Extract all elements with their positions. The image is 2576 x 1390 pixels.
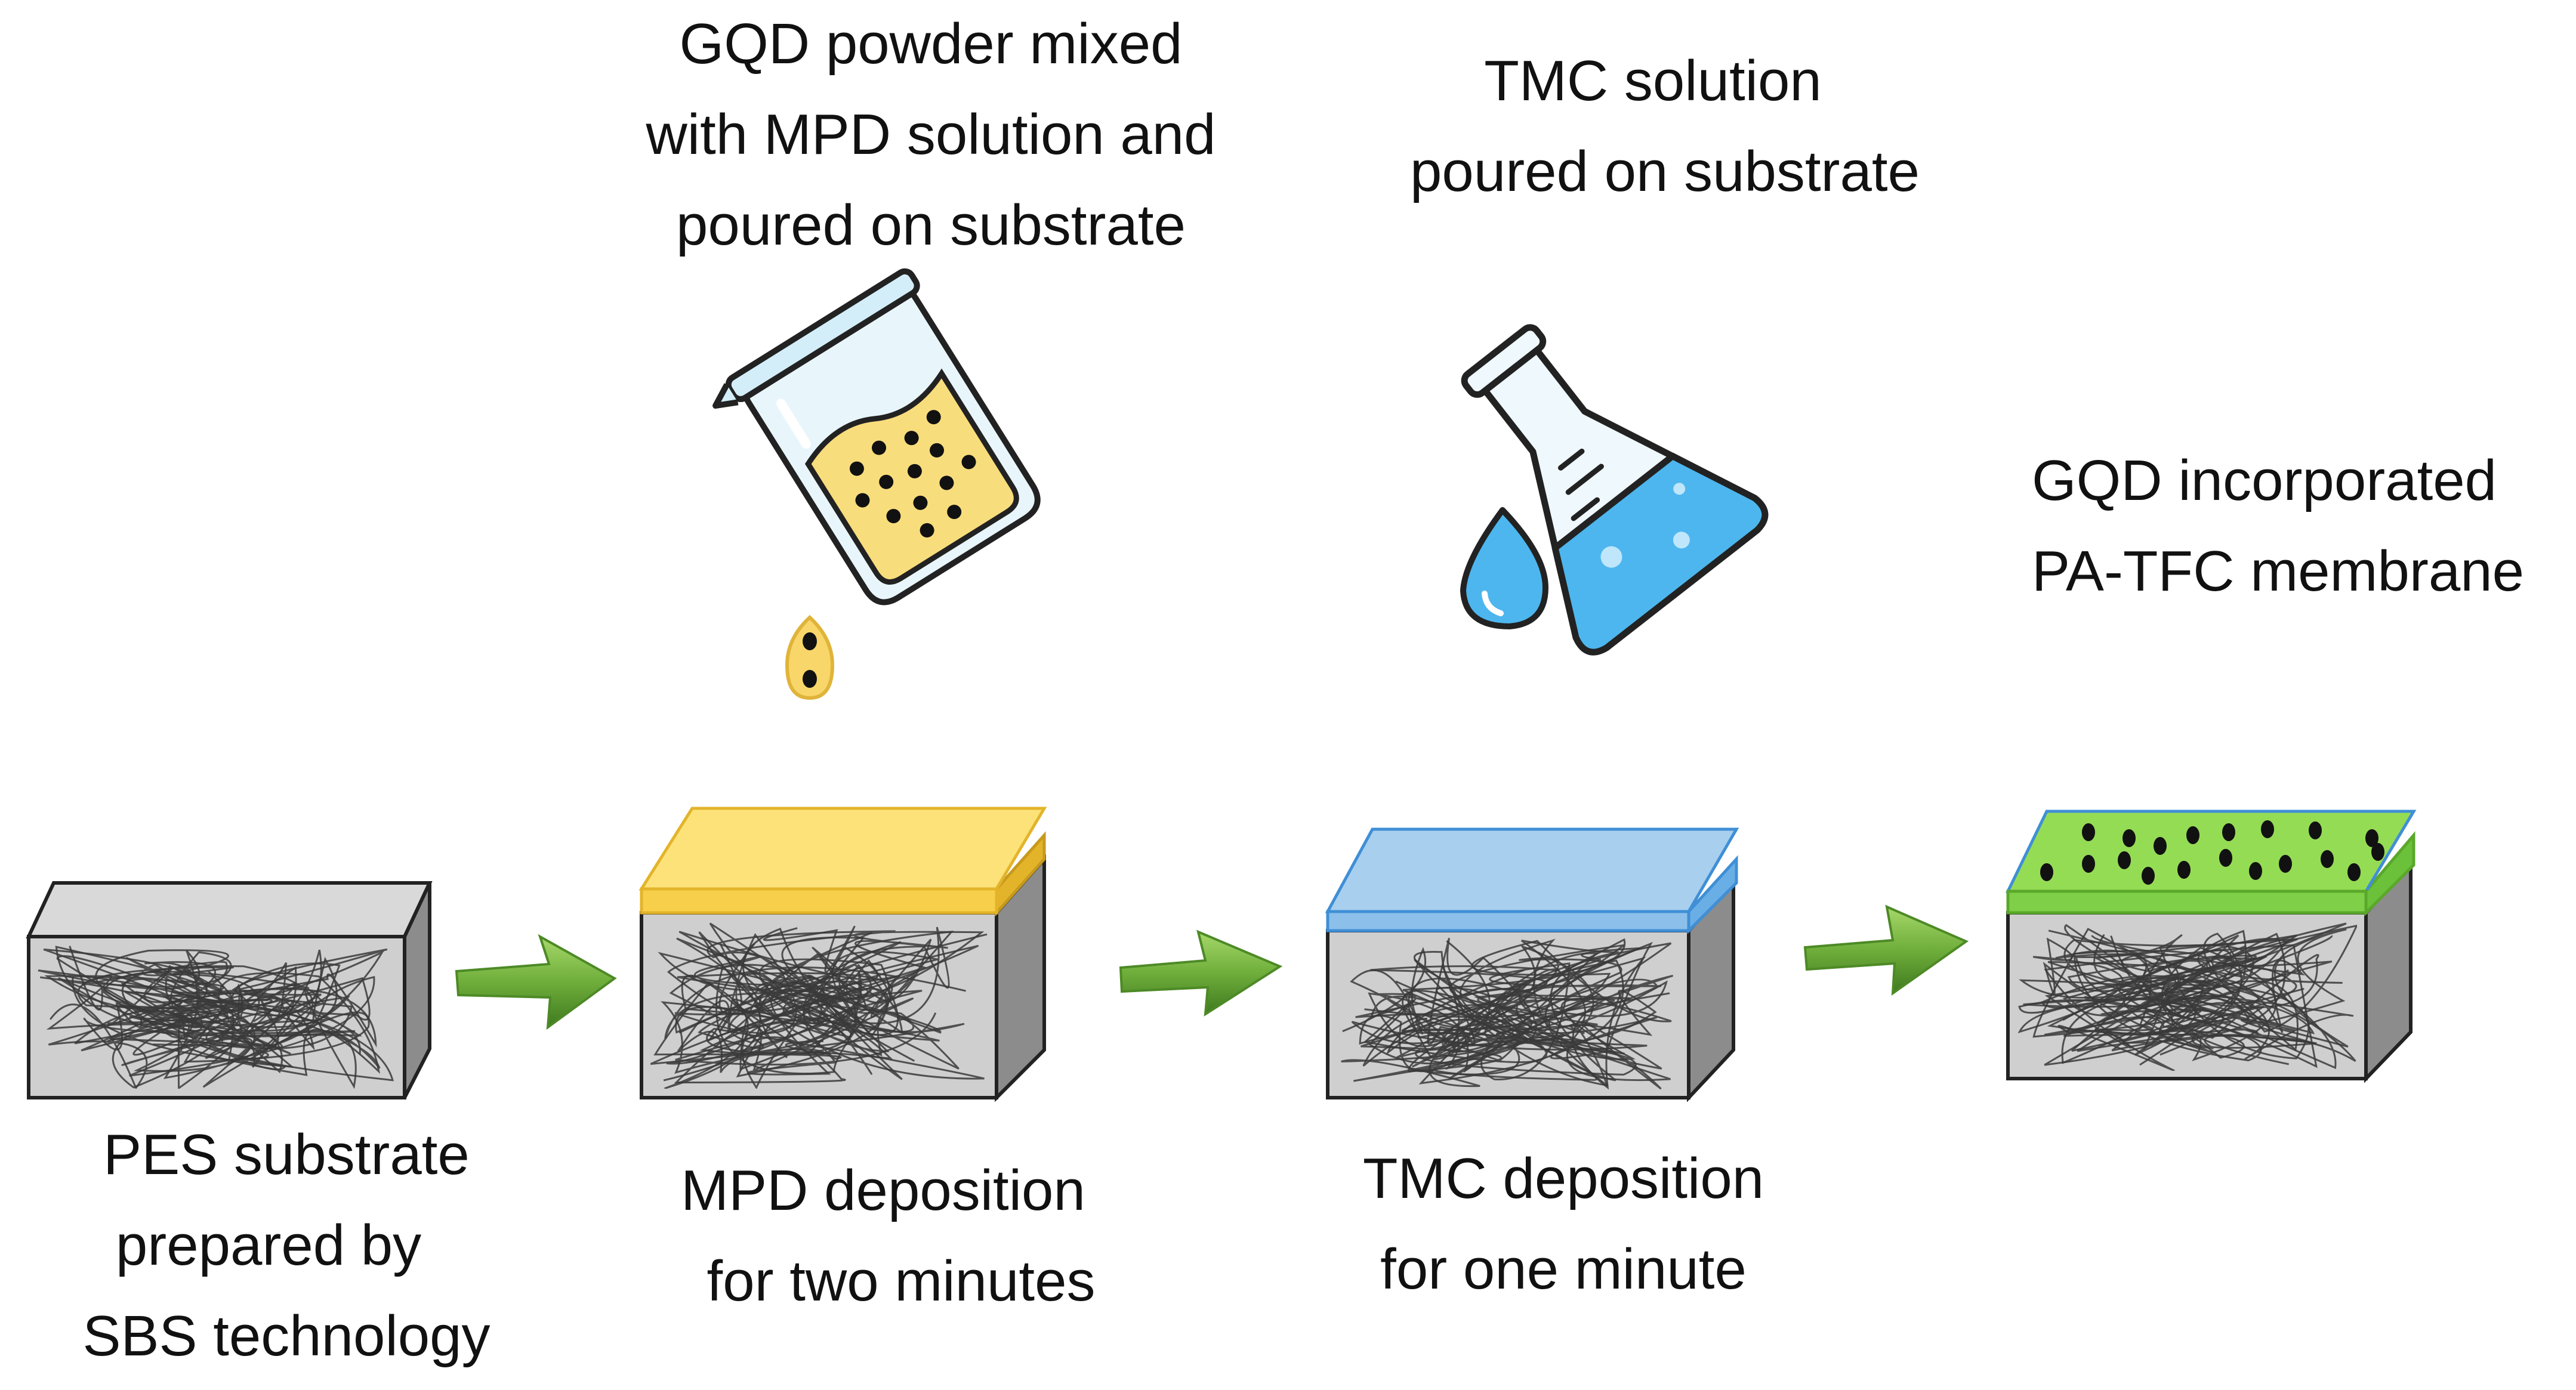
gqd-dot bbox=[2040, 863, 2053, 881]
fiber-strand bbox=[40, 949, 381, 1089]
label-line: MPD deposition bbox=[681, 1159, 1085, 1222]
fiber-strand bbox=[1342, 940, 1672, 1087]
label-product: GQD incorporated PA-TFC membrane bbox=[2032, 435, 2557, 617]
pa-layer-front bbox=[2006, 889, 2368, 915]
tmc-layer-top bbox=[1325, 827, 1739, 913]
gqd-dot bbox=[2365, 829, 2378, 847]
fiber-strand bbox=[69, 946, 370, 1089]
fiber-network bbox=[2017, 922, 2357, 1071]
gqd-drop-icon bbox=[785, 614, 835, 700]
arrow-right-icon bbox=[455, 934, 617, 1030]
gqd-dot bbox=[2249, 862, 2262, 880]
label-line: GQD incorporated bbox=[2032, 449, 2497, 512]
pa-tfc-membrane-block bbox=[2006, 810, 2417, 1083]
beaker-pouring-gqd-icon bbox=[712, 268, 1041, 606]
gqd-dot bbox=[2261, 820, 2274, 838]
gqd-dot bbox=[2219, 849, 2232, 867]
label-line: with MPD solution and bbox=[646, 103, 1216, 166]
label-line: SBS technology bbox=[82, 1304, 490, 1368]
mpd-layer-front bbox=[640, 887, 998, 915]
fiber-network bbox=[1341, 938, 1674, 1090]
label-line: TMC solution bbox=[1484, 49, 1822, 113]
gqd-dot bbox=[2177, 861, 2191, 879]
pes-substrate-block bbox=[26, 881, 433, 1099]
gqd-dot bbox=[2347, 863, 2361, 881]
label-line: PES substrate bbox=[103, 1123, 470, 1187]
gqd-dot bbox=[2082, 823, 2095, 841]
label-line: GQD powder mixed bbox=[679, 12, 1183, 76]
arrow-right-icon bbox=[1803, 904, 1969, 996]
label-line: for one minute bbox=[1380, 1237, 1747, 1301]
fiber-network bbox=[38, 946, 394, 1089]
label-pes-substrate: PES substrate prepared by SBS technology bbox=[36, 1110, 537, 1382]
droplet-icon bbox=[1460, 507, 1548, 629]
arrow-right-icon bbox=[1119, 929, 1283, 1017]
label-line: prepared by bbox=[115, 1213, 422, 1277]
gqd-particles bbox=[2040, 820, 2384, 885]
gqd-dot bbox=[2122, 829, 2136, 847]
tmc-substrate-block bbox=[1325, 827, 1739, 1102]
label-gqd-mpd: GQD powder mixed with MPD solution and p… bbox=[603, 0, 1259, 271]
flask-pouring-tmc-icon bbox=[1461, 324, 1769, 656]
gqd-dot bbox=[2186, 826, 2199, 844]
fiber-strand bbox=[2040, 925, 2357, 1052]
label-line: PA-TFC membrane bbox=[2032, 539, 2525, 603]
fiber-strand bbox=[663, 931, 954, 1082]
label-line: poured on substrate bbox=[676, 193, 1186, 257]
gqd-dot bbox=[2118, 851, 2131, 869]
fiber-strand bbox=[664, 933, 979, 1073]
label-mpd-deposition: MPD deposition for two minutes bbox=[633, 1145, 1170, 1327]
gqd-dot bbox=[2154, 837, 2167, 855]
label-line: TMC deposition bbox=[1362, 1147, 1764, 1210]
fiber-strand bbox=[38, 949, 380, 1076]
gqd-dot bbox=[2222, 823, 2235, 841]
label-tmc-solution: TMC solution poured on substrate bbox=[1361, 36, 1969, 217]
fiber-strand bbox=[1363, 940, 1674, 1090]
mpd-substrate-block bbox=[638, 807, 1047, 1102]
gqd-dot bbox=[2309, 821, 2322, 839]
fiber-network bbox=[650, 922, 988, 1089]
gqd-dot bbox=[2371, 843, 2384, 861]
gqd-dot bbox=[2142, 867, 2155, 885]
gqd-dot bbox=[2321, 850, 2334, 868]
gqd-dot bbox=[2279, 855, 2292, 873]
label-line: for two minutes bbox=[707, 1249, 1096, 1313]
mpd-layer-top bbox=[638, 807, 1047, 891]
label-tmc-deposition: TMC deposition for one minute bbox=[1319, 1133, 1808, 1315]
substrate-top-face bbox=[26, 881, 433, 938]
gqd-dot bbox=[2082, 855, 2095, 873]
fiber-strand bbox=[43, 949, 394, 1089]
label-line: poured on substrate bbox=[1410, 140, 1920, 203]
tmc-layer-front bbox=[1326, 910, 1690, 932]
